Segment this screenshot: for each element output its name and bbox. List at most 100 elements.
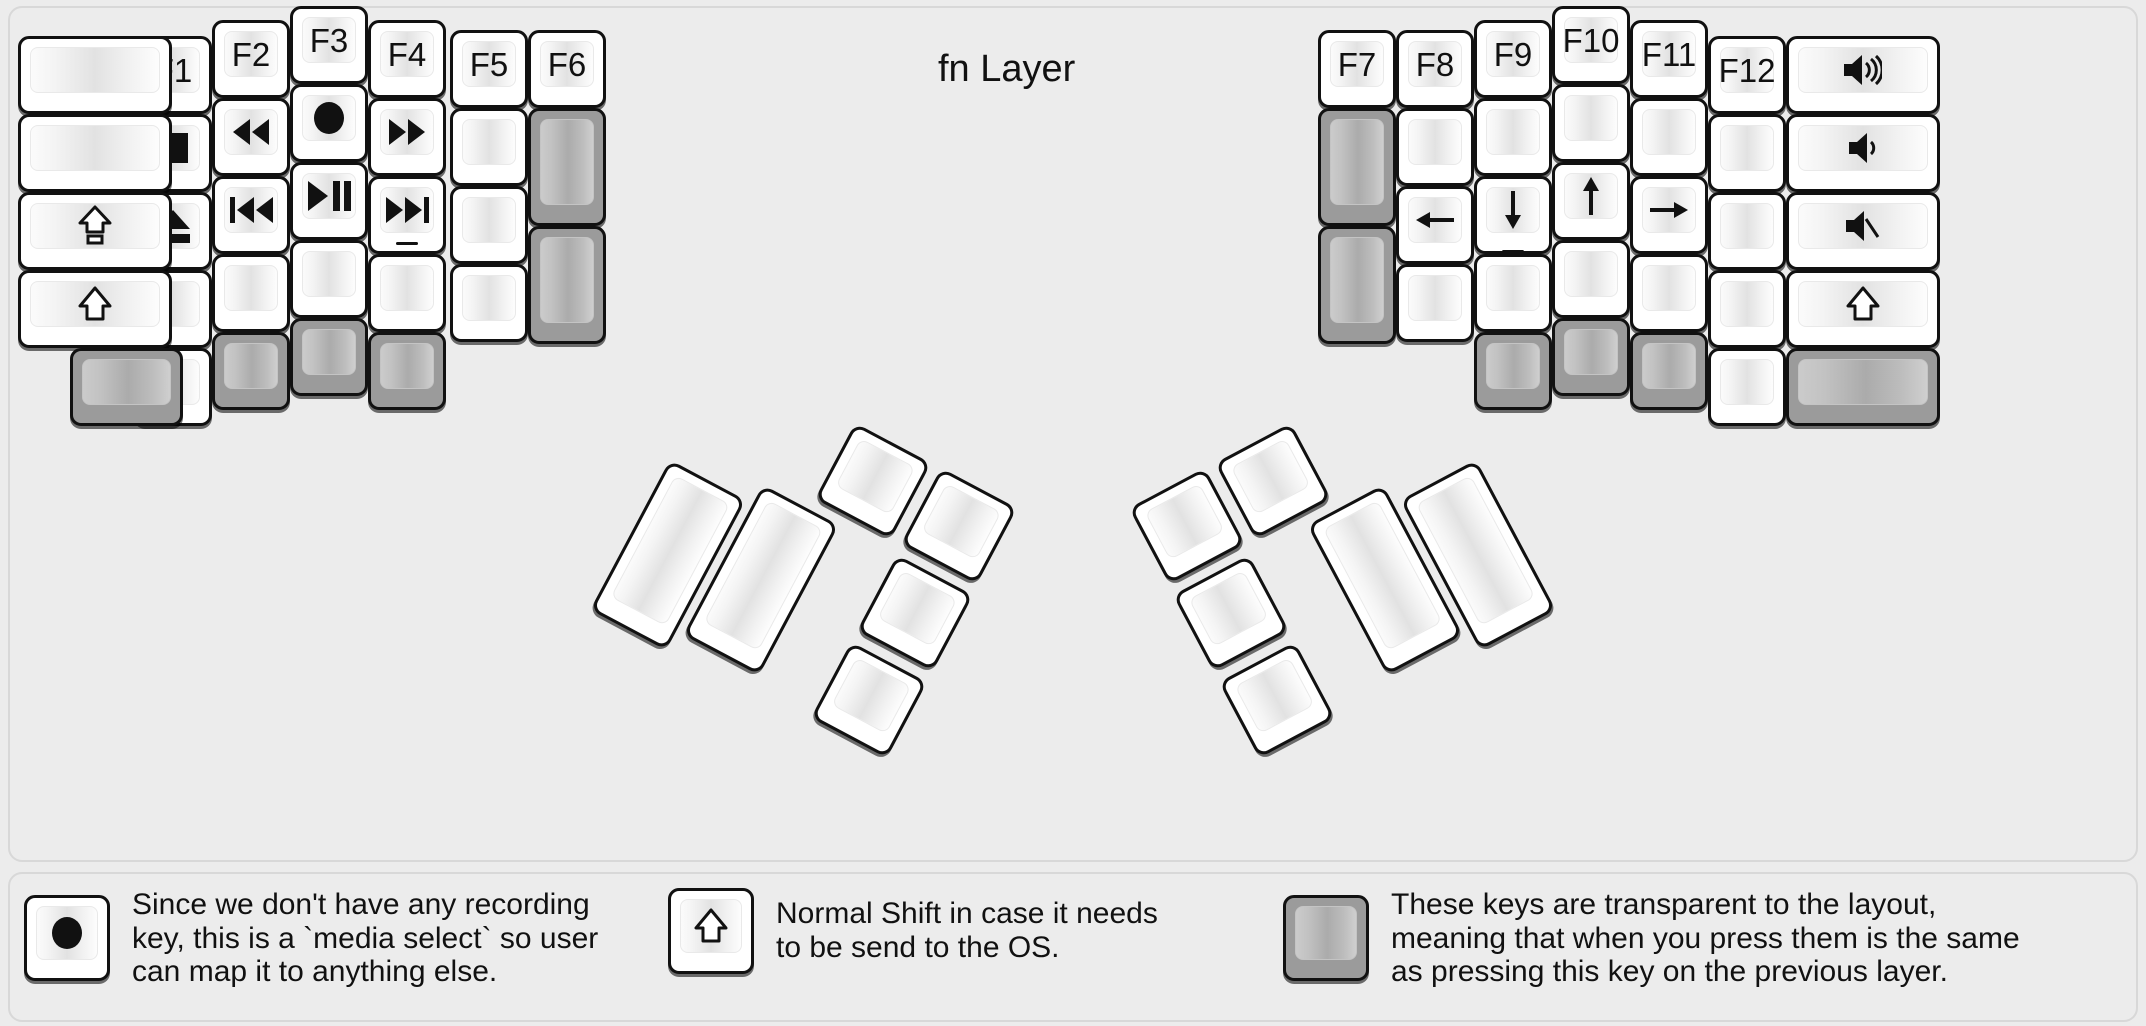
key-left-col-pinky-outer-2[interactable] <box>18 192 172 270</box>
key-right-col-inner-1[interactable] <box>1318 108 1396 226</box>
keycap-face <box>462 275 516 321</box>
key-right-col-pinky-outer-3[interactable] <box>1786 270 1940 348</box>
keycap-face <box>540 237 594 323</box>
key-left-col-index-1[interactable] <box>368 98 446 176</box>
key-left-col-index-0[interactable]: F4 <box>368 20 446 98</box>
key-left-col-pinky-outer-1[interactable] <box>18 114 172 192</box>
key-left-col-index-inner-3[interactable] <box>450 264 528 342</box>
key-right-col-index-0[interactable]: F9 <box>1474 20 1552 98</box>
key-left-col-ring-4[interactable] <box>212 332 290 410</box>
key-left-col-inner-0[interactable]: F6 <box>528 30 606 108</box>
legend-item-shift-note: Normal Shift in case it needs to be send… <box>668 888 1158 974</box>
arrow-down-icon <box>1500 189 1526 253</box>
keycap-face <box>36 906 98 961</box>
keycap-face <box>1295 906 1357 961</box>
key-right-col-ring-4[interactable] <box>1630 332 1708 410</box>
key-left-col-index-inner-0[interactable]: F5 <box>450 30 528 108</box>
record-circle-icon <box>50 916 84 950</box>
key-left-col-pinky-outer-0[interactable] <box>18 36 172 114</box>
key-left-col-middle-4[interactable] <box>290 318 368 396</box>
keycap-face <box>1188 570 1269 647</box>
prev-track-icon <box>229 197 273 223</box>
key-left-col-ring-2[interactable] <box>212 176 290 254</box>
key-right-col-pinky-4[interactable] <box>1708 348 1786 426</box>
key-left-col-pinky-outer-transparent[interactable] <box>70 348 183 426</box>
key-left-col-index-inner-1[interactable] <box>450 108 528 186</box>
key-right-col-index-3[interactable] <box>1474 254 1552 332</box>
keycap-face <box>1642 187 1696 233</box>
key-right-col-index-inner-0[interactable]: F8 <box>1396 30 1474 108</box>
keycap-face <box>1486 265 1540 311</box>
keycap-face: F3 <box>302 17 356 63</box>
keycap-face <box>224 187 278 233</box>
legend-item-record-note: Since we don't have any recording key, t… <box>24 888 598 989</box>
key-right-col-inner-0[interactable]: F7 <box>1318 30 1396 108</box>
key-left-col-index-3[interactable] <box>368 254 446 332</box>
keycap-face <box>1408 197 1462 243</box>
legend-key-blank-transparent[interactable] <box>1283 895 1369 982</box>
key-right-col-pinky-0[interactable]: F12 <box>1708 36 1786 114</box>
key-left-col-middle-1[interactable] <box>290 84 368 162</box>
key-right-col-index-inner-2[interactable] <box>1396 186 1474 264</box>
page-title: fn Layer <box>938 48 1076 90</box>
keycap-label: F7 <box>1337 45 1377 83</box>
key-right-col-pinky-outer-1[interactable] <box>1786 114 1940 192</box>
volume-mute-icon <box>1846 211 1880 241</box>
key-right-col-middle-1[interactable] <box>1552 84 1630 162</box>
key-right-col-ring-2[interactable] <box>1630 176 1708 254</box>
shift-up-icon <box>78 286 112 322</box>
key-left-col-ring-3[interactable] <box>212 254 290 332</box>
key-left-col-middle-2[interactable] <box>290 162 368 240</box>
legend-key-record-circle[interactable] <box>24 895 110 982</box>
key-left-col-inner-2[interactable] <box>528 226 606 344</box>
key-right-col-index-1[interactable] <box>1474 98 1552 176</box>
volume-up-icon <box>1844 55 1882 85</box>
keycap-face: F6 <box>540 41 594 87</box>
legend-key-shift-up[interactable] <box>668 888 754 974</box>
keycap-face <box>30 203 160 249</box>
key-right-col-pinky-outer-4[interactable] <box>1786 348 1940 426</box>
legend-item-transparent-note: These keys are transparent to the layout… <box>1283 888 2020 989</box>
key-right-col-ring-0[interactable]: F11 <box>1630 20 1708 98</box>
keycap-face <box>1486 109 1540 155</box>
key-right-col-index-inner-1[interactable] <box>1396 108 1474 186</box>
keycap-face <box>224 265 278 311</box>
key-left-col-middle-3[interactable] <box>290 240 368 318</box>
legend-text-transparent-note: These keys are transparent to the layout… <box>1391 888 2020 989</box>
key-left-col-pinky-outer-3[interactable] <box>18 270 172 348</box>
keycap-face <box>1564 251 1618 297</box>
key-right-col-ring-3[interactable] <box>1630 254 1708 332</box>
legend-text-record-note: Since we don't have any recording key, t… <box>132 888 599 989</box>
keycap-face <box>30 281 160 327</box>
keycap-face <box>1798 359 1928 405</box>
key-right-col-middle-0[interactable]: F10 <box>1552 6 1630 84</box>
key-left-col-index-4[interactable] <box>368 332 446 410</box>
keycap-face <box>1230 438 1311 515</box>
key-right-col-index-2[interactable] <box>1474 176 1552 254</box>
keycap-label: F2 <box>231 35 271 73</box>
shift-up-icon <box>694 908 728 944</box>
key-right-col-pinky-1[interactable] <box>1708 114 1786 192</box>
key-right-col-index-inner-3[interactable] <box>1396 264 1474 342</box>
keycap-face <box>877 570 958 647</box>
key-right-col-pinky-2[interactable] <box>1708 192 1786 270</box>
key-left-col-inner-1[interactable] <box>528 108 606 226</box>
key-right-col-inner-2[interactable] <box>1318 226 1396 344</box>
key-right-col-middle-3[interactable] <box>1552 240 1630 318</box>
key-right-col-middle-2[interactable] <box>1552 162 1630 240</box>
key-right-col-ring-1[interactable] <box>1630 98 1708 176</box>
keycap-face <box>302 251 356 297</box>
key-right-col-pinky-3[interactable] <box>1708 270 1786 348</box>
key-left-col-index-inner-2[interactable] <box>450 186 528 264</box>
key-right-col-pinky-outer-2[interactable] <box>1786 192 1940 270</box>
key-left-col-middle-0[interactable]: F3 <box>290 6 368 84</box>
key-left-col-index-2[interactable] <box>368 176 446 254</box>
key-right-col-index-4[interactable] <box>1474 332 1552 410</box>
keycap-label: F6 <box>547 45 587 83</box>
key-right-col-middle-4[interactable] <box>1552 318 1630 396</box>
key-right-col-pinky-outer-0[interactable] <box>1786 36 1940 114</box>
key-left-col-ring-1[interactable] <box>212 98 290 176</box>
key-left-col-ring-0[interactable]: F2 <box>212 20 290 98</box>
keycap-face: F12 <box>1719 47 1775 93</box>
keycap-face <box>1720 359 1774 405</box>
